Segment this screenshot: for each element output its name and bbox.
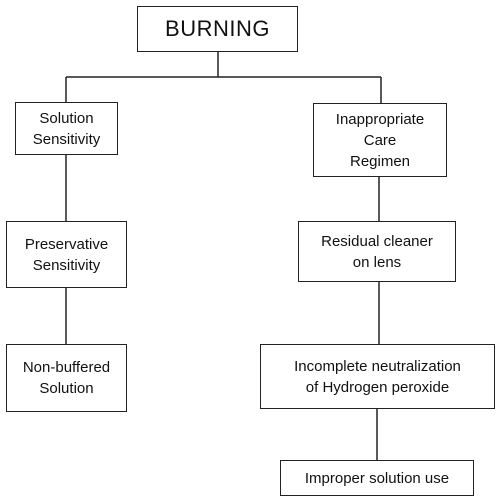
node-non-buffered-solution: Non-buffered Solution [6,344,127,412]
root-node-label: BURNING [165,16,270,41]
node-residual-cleaner: Residual cleaner on lens [298,221,456,282]
node-label: Preservative Sensitivity [24,235,109,274]
node-solution-sensitivity: Solution Sensitivity [15,102,118,155]
node-label: Solution Sensitivity [32,109,101,148]
node-inappropriate-care-regimen: Inappropriate Care Regimen [313,103,447,177]
node-label: Improper solution use [304,469,450,487]
node-label: Inappropriate Care Regimen [335,110,425,170]
node-improper-solution-use: Improper solution use [280,460,474,496]
node-label: Incomplete neutralization of Hydrogen pe… [294,357,461,396]
node-label: Non-buffered Solution [22,359,111,397]
node-label: Residual cleaner on lens [321,232,433,271]
root-node-burning: BURNING [137,6,298,52]
node-incomplete-neutralization: Incomplete neutralization of Hydrogen pe… [260,344,495,409]
node-preservative-sensitivity: Preservative Sensitivity [6,221,127,288]
